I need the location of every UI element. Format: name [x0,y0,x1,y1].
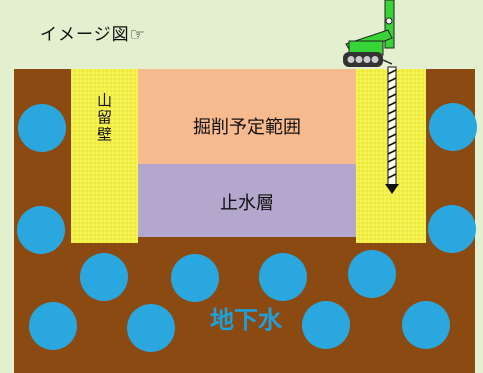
excavation-area [138,69,356,164]
water-bubble-icon [302,301,350,349]
image-title: イメージ図☞ [40,25,146,45]
water-bubble-icon [429,103,477,151]
water-bubble-icon [18,104,66,152]
water-bubble-icon [80,253,128,301]
impermeable-layer [138,164,356,237]
groundwater-label: 地下水 [210,306,283,334]
groundwater-bubbles [17,103,477,352]
crawler-drilling-rig-icon [343,0,395,67]
water-bubble-icon [428,205,476,253]
water-bubble-icon [17,206,65,254]
water-bubble-icon [259,253,307,301]
water-bubble-icon [402,301,450,349]
retaining-wall-label: 山留壁 [95,93,113,144]
drill-auger [385,66,399,194]
water-bubble-icon [29,302,77,350]
water-bubble-icon [127,304,175,352]
water-bubble-icon [171,254,219,302]
retaining-wall-left [71,69,138,243]
water-bubble-icon [348,250,396,298]
impermeable-layer-label: 止水層 [220,193,274,214]
excavation-area-label: 掘削予定範囲 [193,117,301,138]
